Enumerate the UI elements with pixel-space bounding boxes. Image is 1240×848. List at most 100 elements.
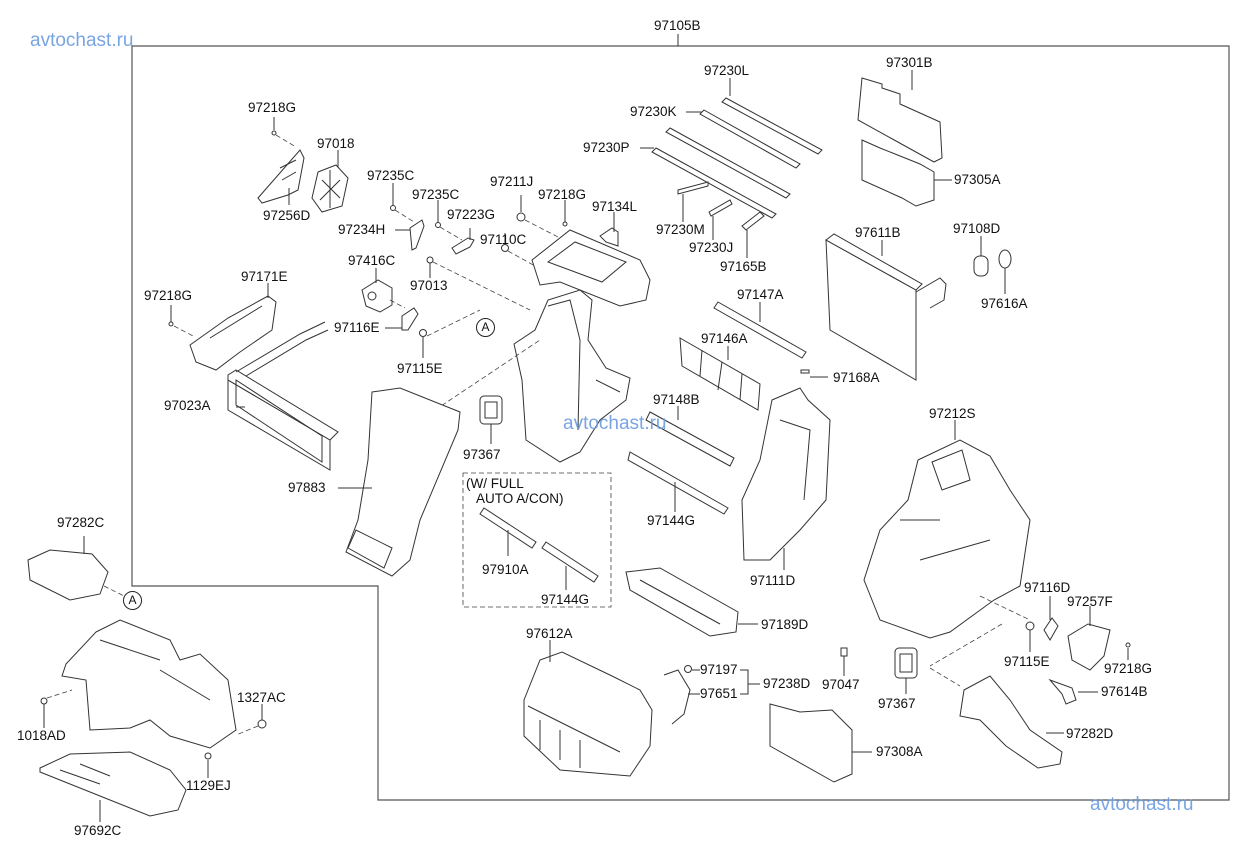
part-97308A-cover[interactable] bbox=[769, 703, 853, 783]
label-1327AC[interactable]: 1327AC bbox=[237, 690, 286, 705]
part-97111D-case[interactable] bbox=[741, 387, 831, 561]
label-97235C-b[interactable]: 97235C bbox=[412, 187, 460, 202]
part-97189D-tray[interactable] bbox=[625, 567, 739, 637]
part-97146A-door[interactable] bbox=[679, 337, 761, 411]
label-97144G[interactable]: 97144G bbox=[647, 513, 696, 528]
part-97108D-grommet[interactable] bbox=[973, 255, 989, 277]
label-97282D[interactable]: 97282D bbox=[1066, 726, 1114, 741]
label-97612A[interactable]: 97612A bbox=[526, 626, 573, 641]
label-97147A[interactable]: 97147A bbox=[737, 287, 784, 302]
label-97013[interactable]: 97013 bbox=[410, 278, 448, 293]
label-97234H[interactable]: 97234H bbox=[338, 222, 386, 237]
part-97910A-filter[interactable] bbox=[479, 507, 537, 549]
label-97108D[interactable]: 97108D bbox=[953, 221, 1001, 236]
part-97212S-case[interactable] bbox=[863, 439, 1031, 639]
label-97367-b[interactable]: 97367 bbox=[878, 696, 916, 711]
label-97616A[interactable]: 97616A bbox=[981, 296, 1028, 311]
part-97651-hose[interactable] bbox=[663, 669, 691, 725]
label-97171E[interactable]: 97171E bbox=[241, 269, 288, 284]
label-97110C[interactable]: 97110C bbox=[480, 232, 527, 247]
label-97116D[interactable]: 97116D bbox=[1024, 580, 1071, 595]
label-97416C[interactable]: 97416C bbox=[348, 253, 396, 268]
part-97305A-cover[interactable] bbox=[861, 139, 935, 207]
part-97611B-evaporator[interactable] bbox=[825, 233, 947, 381]
label-97230J[interactable]: 97230J bbox=[689, 240, 734, 255]
part-97230-seals[interactable] bbox=[651, 97, 823, 231]
label-97611B[interactable]: 97611B bbox=[855, 225, 901, 240]
label-97111D[interactable]: 97111D bbox=[750, 573, 796, 588]
label-97883[interactable]: 97883 bbox=[288, 480, 326, 495]
part-97171E-duct[interactable] bbox=[189, 295, 277, 371]
part-97148B-door[interactable] bbox=[645, 411, 735, 467]
label-97189D[interactable]: 97189D bbox=[761, 617, 809, 632]
part-97282D-duct[interactable] bbox=[959, 675, 1063, 769]
label-97230M[interactable]: 97230M bbox=[656, 222, 705, 237]
label-97367[interactable]: 97367 bbox=[463, 447, 501, 462]
part-97168A-pin[interactable] bbox=[800, 369, 810, 374]
part-97023A-heater-core[interactable] bbox=[227, 321, 339, 471]
label-97165B[interactable]: 97165B bbox=[720, 259, 767, 274]
label-97023A[interactable]: 97023A bbox=[164, 398, 211, 413]
part-97047-clip[interactable] bbox=[840, 647, 848, 657]
part-97883-duct[interactable] bbox=[345, 387, 461, 577]
label-97212S[interactable]: 97212S bbox=[929, 406, 976, 421]
label-97218G-c[interactable]: 97218G bbox=[144, 288, 193, 303]
label-97692C[interactable]: 97692C bbox=[74, 823, 122, 838]
watermark-center: avtochast.ru bbox=[563, 413, 667, 434]
part-97614B-sensor[interactable] bbox=[1048, 678, 1077, 705]
label-97230K[interactable]: 97230K bbox=[630, 104, 677, 119]
label-97134L[interactable]: 97134L bbox=[592, 199, 638, 214]
part-97692C-undercover[interactable] bbox=[39, 751, 187, 817]
label-97257F[interactable]: 97257F bbox=[1067, 594, 1113, 609]
label-97047[interactable]: 97047 bbox=[822, 677, 860, 692]
label-97910A[interactable]: 97910A bbox=[482, 562, 529, 577]
label-97115E[interactable]: 97115E bbox=[397, 361, 443, 376]
label-97211J[interactable]: 97211J bbox=[490, 174, 534, 189]
label-97614B[interactable]: 97614B bbox=[1101, 684, 1148, 699]
part-97612A-case[interactable] bbox=[523, 651, 653, 777]
part-97256D-bracket[interactable] bbox=[257, 149, 305, 204]
label-97308A[interactable]: 97308A bbox=[876, 744, 923, 759]
label-1129EJ[interactable]: 1129EJ bbox=[186, 778, 231, 793]
label-97235C[interactable]: 97235C bbox=[367, 168, 415, 183]
part-97144G-filter-a[interactable] bbox=[627, 451, 729, 515]
label-97305A[interactable]: 97305A bbox=[954, 172, 1001, 187]
label-1018AD[interactable]: 1018AD bbox=[17, 728, 66, 743]
part-97197-clip[interactable] bbox=[684, 665, 692, 673]
label-97651[interactable]: 97651 bbox=[700, 686, 738, 701]
part-blower-housing[interactable] bbox=[61, 619, 237, 749]
label-97230P[interactable]: 97230P bbox=[583, 140, 630, 155]
label-97282C[interactable]: 97282C bbox=[57, 515, 105, 530]
label-97168A[interactable]: 97168A bbox=[833, 370, 880, 385]
label-97218G[interactable]: 97218G bbox=[248, 100, 297, 115]
part-97147A-door[interactable] bbox=[713, 301, 807, 359]
label-97116E[interactable]: 97116E bbox=[334, 320, 380, 335]
part-97018-gear[interactable] bbox=[311, 164, 349, 213]
part-97367-seal-b[interactable] bbox=[894, 647, 918, 679]
part-97144G-filter-b[interactable] bbox=[541, 541, 599, 583]
part-97301B-cover[interactable] bbox=[857, 77, 943, 163]
label-97218G-b[interactable]: 97218G bbox=[538, 187, 587, 202]
part-97416C-actuator[interactable] bbox=[361, 279, 393, 313]
part-97115E-clip-b[interactable] bbox=[1025, 621, 1035, 631]
label-97115E-b[interactable]: 97115E bbox=[1004, 654, 1050, 669]
label-97238D[interactable]: 97238D bbox=[763, 676, 811, 691]
part-97282C-duct[interactable] bbox=[27, 549, 109, 601]
label-97230L[interactable]: 97230L bbox=[704, 63, 750, 78]
label-97301B[interactable]: 97301B bbox=[886, 55, 933, 70]
label-97018[interactable]: 97018 bbox=[317, 136, 355, 151]
label-97197[interactable]: 97197 bbox=[700, 662, 738, 677]
label-97256D[interactable]: 97256D bbox=[263, 208, 311, 223]
label-97218G-d[interactable]: 97218G bbox=[1104, 661, 1153, 676]
part-97257F-actuator[interactable] bbox=[1067, 623, 1111, 671]
part-97367-seal[interactable] bbox=[479, 395, 503, 425]
part-97134L-case[interactable] bbox=[531, 227, 651, 307]
part-97616A-oring[interactable] bbox=[998, 249, 1012, 269]
label-97146A[interactable]: 97146A bbox=[701, 331, 748, 346]
part-97116D-lever[interactable] bbox=[1043, 617, 1059, 641]
label-97144G-b[interactable]: 97144G bbox=[541, 592, 590, 607]
label-97223G[interactable]: 97223G bbox=[447, 207, 496, 222]
label-97148B[interactable]: 97148B bbox=[653, 392, 700, 407]
assembly-label[interactable]: 97105B bbox=[654, 18, 701, 33]
part-center-case[interactable] bbox=[513, 289, 631, 463]
